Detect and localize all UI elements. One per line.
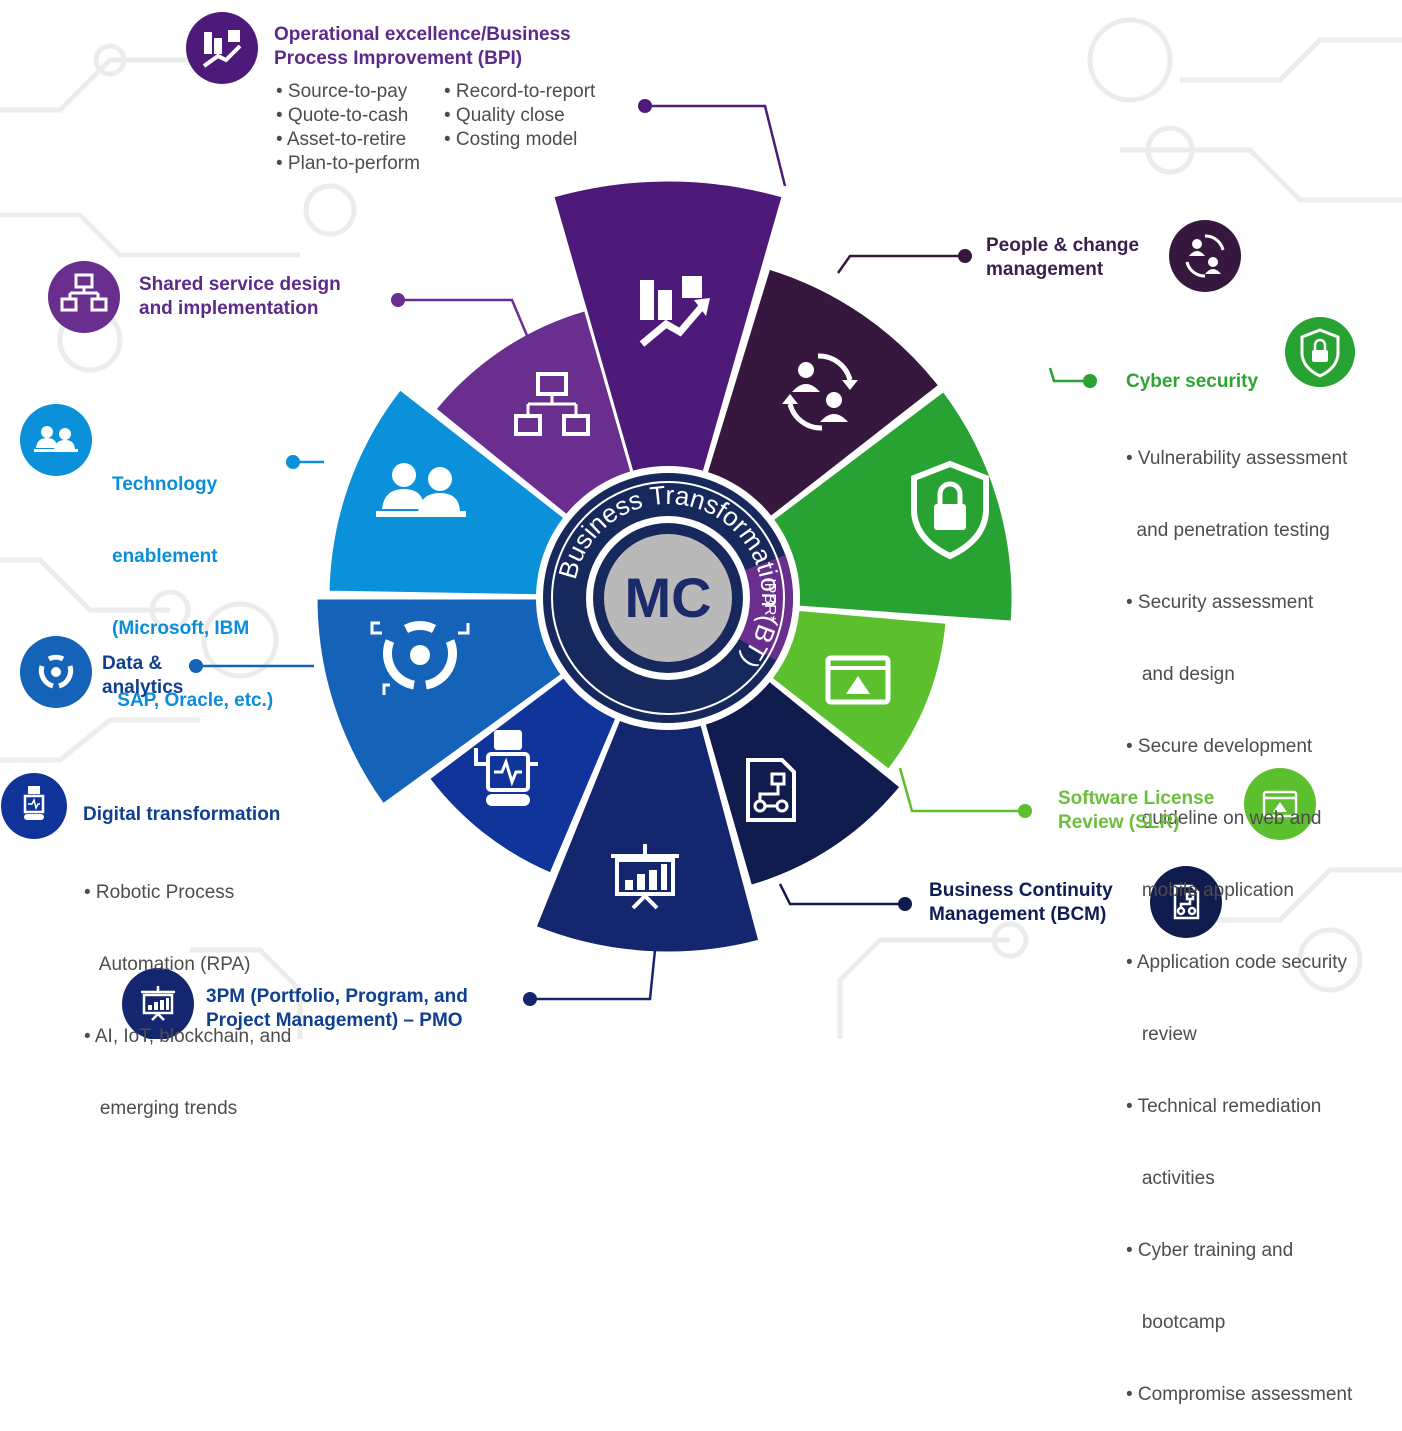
bpi-title-line-1: Operational excellence/Business [274, 24, 571, 45]
leader-dots [189, 99, 1097, 1006]
center-disc [604, 534, 732, 662]
bpi-bullet: • Plan-to-perform [276, 153, 420, 174]
shared-title-line-2: and implementation [139, 298, 319, 319]
cyber-bullets: • Vulnerability assessment and penetrati… [1126, 399, 1352, 1431]
network-computers-icon [514, 372, 590, 436]
data-analytics-icon [370, 621, 470, 695]
tech-title-line-2: enablement [112, 546, 218, 567]
bpi-bullet: • Asset-to-retire [276, 129, 407, 150]
data-title-line-1: Data & [102, 653, 163, 674]
people-badge [1169, 220, 1241, 292]
leader-lines [196, 104, 1090, 1001]
digital-badge [1, 773, 67, 839]
bpi-title: Operational excellence/Business Process … [274, 23, 571, 71]
leader-shared [398, 298, 530, 339]
diagram-canvas: Business Transformation (BT) IPBR* MC [0, 12, 1402, 1039]
center-label-mc: MC [624, 566, 711, 629]
leader-bcm [778, 883, 905, 906]
browser-warning-icon [825, 655, 891, 705]
leader-cyber [1048, 367, 1090, 383]
tech-title-line-4: SAP, Oracle, etc.) [112, 690, 274, 711]
tech-title-line-3: (Microsoft, IBM [112, 618, 250, 639]
circuit-background [0, 17, 1402, 1039]
users-laptop-icon [376, 463, 466, 517]
cyber-title: Cyber security [1126, 371, 1259, 392]
center-ring: Business Transformation (BT) IPBR* MC [536, 466, 800, 730]
bpi-title-line-2: Process Improvement (BPI) [274, 48, 523, 69]
cyber-bullet: • Application code security [1126, 952, 1348, 973]
digital-bullet: • Robotic Process [84, 882, 235, 903]
robot-icon [474, 730, 538, 806]
people-title-line-2: management [986, 259, 1104, 280]
cyber-bullet: activities [1126, 1168, 1215, 1189]
shared-title: Shared service design and implementation [139, 273, 341, 321]
bcm-title: Business Continuity Management (BCM) [929, 879, 1113, 927]
cyber-bullet: and design [1126, 664, 1235, 685]
shared-badge [48, 261, 120, 333]
bpi-bullet: • Quote-to-cash [276, 105, 409, 126]
cyber-bullet: • Vulnerability assessment [1126, 448, 1348, 469]
digital-title: Digital transformation [83, 804, 281, 825]
cyber-bullet: • Cyber training and [1126, 1240, 1294, 1261]
leader-slr [898, 767, 1025, 813]
tech-title-line-1: Technology [112, 474, 218, 495]
ipbr-label: IPBR* [761, 578, 778, 622]
tech-title: Technology enablement (Microsoft, IBM SA… [112, 425, 273, 737]
data-title: Data & analytics [102, 652, 183, 700]
cyber-bullet: guideline on web and [1126, 808, 1322, 829]
tech-badge [20, 404, 92, 476]
slr-badge [1244, 768, 1316, 840]
data-badge [20, 636, 92, 708]
ipbr-ring-segment [739, 555, 793, 661]
cyber-bullet: bootcamp [1126, 1312, 1226, 1333]
slr-title-line-2: Review (SLR) [1058, 812, 1180, 833]
bcm-badge [1150, 866, 1222, 938]
cyber-bullet: • Secure development [1126, 736, 1313, 757]
callout-badges [1, 12, 1355, 1039]
bpi-bullet: • Costing model [444, 129, 578, 150]
cyber-badge [1285, 317, 1355, 387]
bpi-bullet: • Quality close [444, 105, 565, 126]
document-flow-icon [746, 758, 796, 822]
people-title: People & change management [986, 234, 1139, 282]
data-title-line-2: analytics [102, 677, 184, 698]
people-title-line-1: People & change [986, 235, 1140, 256]
bcm-title-line-2: Management (BCM) [929, 904, 1107, 925]
chart-growth-icon [639, 276, 710, 347]
pmo-title: 3PM (Portfolio, Program, and Project Man… [206, 985, 468, 1033]
leader-people [836, 254, 965, 274]
shared-title-line-1: Shared service design [139, 274, 341, 295]
pmo-badge [122, 968, 194, 1039]
slr-title-line-1: Software License [1058, 788, 1215, 809]
presentation-chart-icon [611, 844, 679, 910]
bpi-bullets-col-1: • Source-to-pay • Quote-to-cash • Asset-… [276, 80, 420, 176]
shield-lock-icon [911, 460, 989, 560]
slr-title: Software License Review (SLR) [1058, 787, 1214, 835]
digital-bullet: Automation (RPA) [84, 954, 251, 975]
pmo-title-line-2: Project Management) – PMO [206, 1010, 463, 1031]
cyber-bullet: mobile application [1126, 880, 1294, 901]
cyber-bullet: • Security assessment [1126, 592, 1314, 613]
bpi-bullet: • Record-to-report [444, 81, 596, 102]
leader-bpi [645, 104, 787, 187]
cyber-bullet: • Technical remediation [1126, 1096, 1322, 1117]
leader-pmo [530, 949, 657, 1001]
bcm-title-line-1: Business Continuity [929, 880, 1113, 901]
cyber-bullet: • Compromise assessment [1126, 1384, 1353, 1405]
bpi-badge [186, 12, 258, 84]
cyber-bullet: review [1126, 1024, 1197, 1045]
digital-bullet: emerging trends [84, 1098, 238, 1119]
cyber-bullet: and penetration testing [1126, 520, 1330, 541]
bpi-bullet: • Source-to-pay [276, 81, 408, 102]
segment-icons [370, 276, 989, 910]
bpi-bullets-col-2: • Record-to-report • Quality close • Cos… [444, 80, 595, 152]
pmo-title-line-1: 3PM (Portfolio, Program, and [206, 986, 468, 1007]
people-cycle-icon [782, 353, 858, 431]
